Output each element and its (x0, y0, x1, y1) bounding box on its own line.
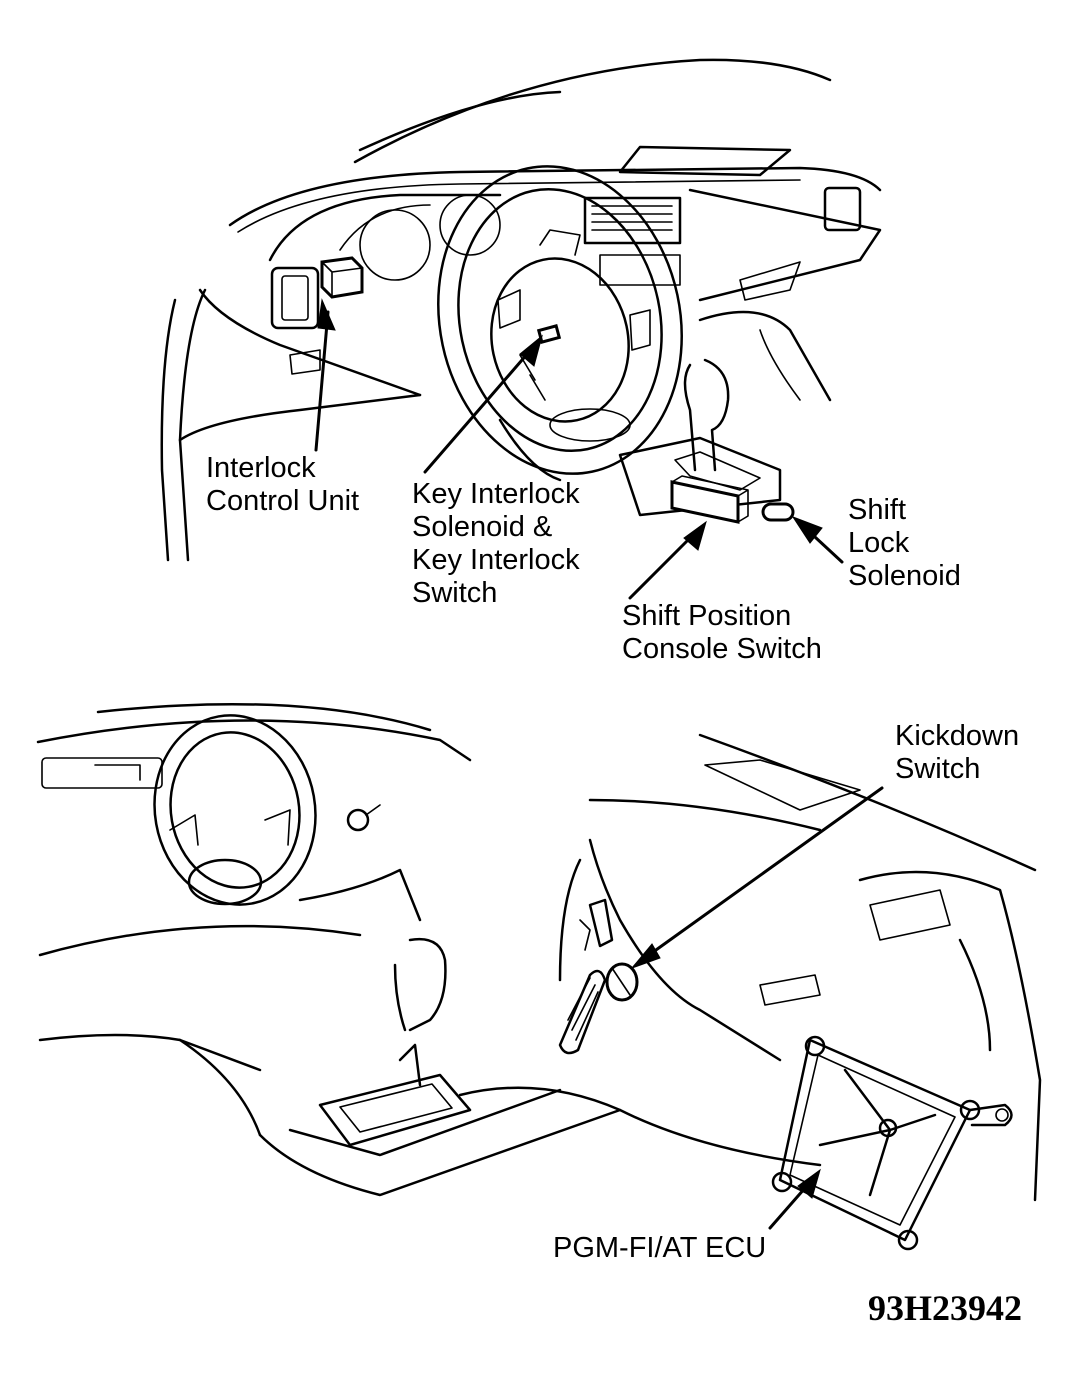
label-pgm-fi-at-ecu: PGM-FI/AT ECU (553, 1232, 767, 1264)
label-shift-position-console-switch: Shift Position Console Switch (622, 600, 822, 665)
label-shift-lock-solenoid: Shift Lock Solenoid (848, 494, 961, 592)
top-callout-arrows (314, 298, 844, 600)
label-interlock-control-unit: Interlock Control Unit (206, 452, 360, 517)
figure-id: 93H23942 (868, 1288, 1023, 1328)
label-key-interlock-solenoid-switch: Key Interlock Solenoid & Key Interlock S… (412, 478, 580, 609)
label-kickdown-switch: Kickdown Switch (895, 720, 1020, 785)
dashboard-illustration (160, 58, 882, 562)
bottom-callout-arrows (630, 786, 884, 1230)
footwell-illustration (36, 702, 1042, 1251)
